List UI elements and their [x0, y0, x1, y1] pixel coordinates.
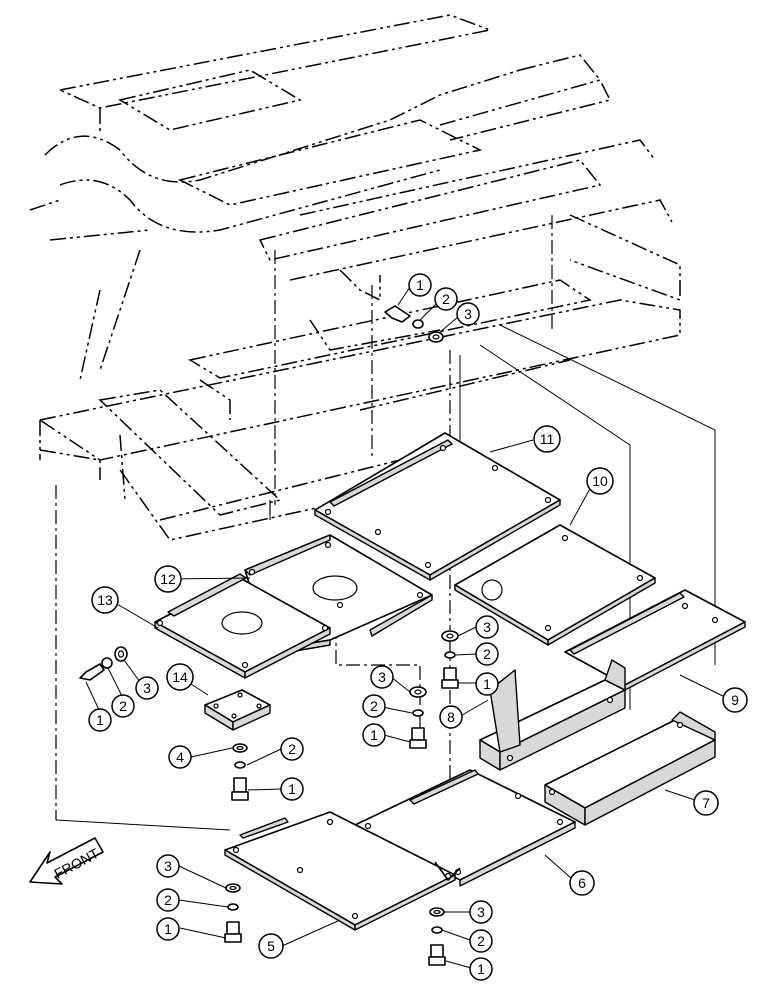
- callout-3-right: 3: [475, 615, 499, 639]
- svg-text:1: 1: [96, 712, 104, 728]
- callout-2-left: 2: [111, 694, 135, 718]
- callout-2-mount: 2: [280, 737, 304, 761]
- callout-10: 10: [586, 467, 614, 495]
- callout-3-lowright: 3: [469, 900, 493, 924]
- callout-2-lowright: 2: [469, 929, 493, 953]
- callout-1-left: 1: [88, 708, 112, 732]
- plate-10: [454, 524, 656, 646]
- callout-4: 4: [168, 745, 192, 769]
- frame-phantom: [29, 14, 681, 541]
- plate-11: [314, 432, 561, 581]
- front-arrow: FRONT: [29, 837, 104, 885]
- hardware: [79, 305, 459, 966]
- callout-3-mid: 3: [370, 665, 394, 689]
- rail-9: [564, 589, 746, 691]
- svg-text:6: 6: [578, 875, 586, 891]
- svg-text:5: 5: [267, 938, 275, 954]
- plate-5: [224, 811, 461, 931]
- channel-8: [479, 659, 626, 771]
- callout-2-upper: 2: [434, 287, 458, 311]
- svg-text:2: 2: [164, 892, 172, 908]
- svg-text:2: 2: [442, 291, 450, 307]
- svg-text:2: 2: [288, 741, 296, 757]
- callout-2-lowleft: 2: [156, 888, 180, 912]
- svg-text:1: 1: [483, 676, 491, 692]
- callout-1-lowleft: 1: [156, 917, 180, 941]
- mount-plate-14: [204, 689, 271, 731]
- svg-text:12: 12: [160, 571, 176, 587]
- callout-3-left: 3: [135, 676, 159, 700]
- callout-13: 13: [91, 586, 119, 614]
- callout-8: 8: [439, 705, 463, 729]
- svg-text:3: 3: [164, 858, 172, 874]
- channel-7: [544, 711, 716, 826]
- svg-text:13: 13: [97, 592, 113, 608]
- callout-1-right: 1: [475, 672, 499, 696]
- callout-12: 12: [154, 565, 182, 593]
- svg-text:2: 2: [477, 933, 485, 949]
- callout-2-mid: 2: [362, 694, 386, 718]
- svg-text:8: 8: [447, 709, 455, 725]
- svg-text:1: 1: [477, 961, 485, 977]
- svg-text:9: 9: [731, 692, 739, 708]
- callout-1-lowright: 1: [469, 957, 493, 981]
- callout-3-upper: 3: [456, 302, 480, 326]
- svg-text:3: 3: [483, 619, 491, 635]
- callout-6: 6: [569, 870, 595, 896]
- callout-7: 7: [693, 790, 719, 816]
- svg-text:3: 3: [477, 904, 485, 920]
- svg-text:3: 3: [378, 669, 386, 685]
- svg-text:1: 1: [164, 921, 172, 937]
- svg-text:1: 1: [370, 727, 378, 743]
- svg-text:2: 2: [370, 698, 378, 714]
- callout-3-lowleft: 3: [156, 854, 180, 878]
- callout-leaders: [85, 286, 732, 969]
- svg-text:3: 3: [464, 306, 472, 322]
- svg-text:11: 11: [540, 431, 555, 447]
- callout-11: 11: [533, 425, 561, 453]
- svg-text:3: 3: [143, 680, 151, 696]
- svg-text:7: 7: [702, 795, 710, 811]
- svg-text:1: 1: [288, 781, 296, 797]
- svg-text:14: 14: [172, 669, 188, 685]
- svg-text:2: 2: [483, 646, 491, 662]
- svg-text:2: 2: [119, 698, 127, 714]
- callout-14: 14: [166, 663, 194, 691]
- callout-5: 5: [258, 933, 284, 959]
- callout-2-right: 2: [475, 642, 499, 666]
- callout-1-mid: 1: [362, 723, 386, 747]
- svg-text:1: 1: [416, 277, 424, 293]
- callout-9: 9: [722, 687, 748, 713]
- callout-1-mount: 1: [280, 777, 304, 801]
- svg-text:4: 4: [176, 749, 184, 765]
- callout-1-upper: 1: [408, 273, 432, 297]
- svg-text:10: 10: [592, 473, 608, 489]
